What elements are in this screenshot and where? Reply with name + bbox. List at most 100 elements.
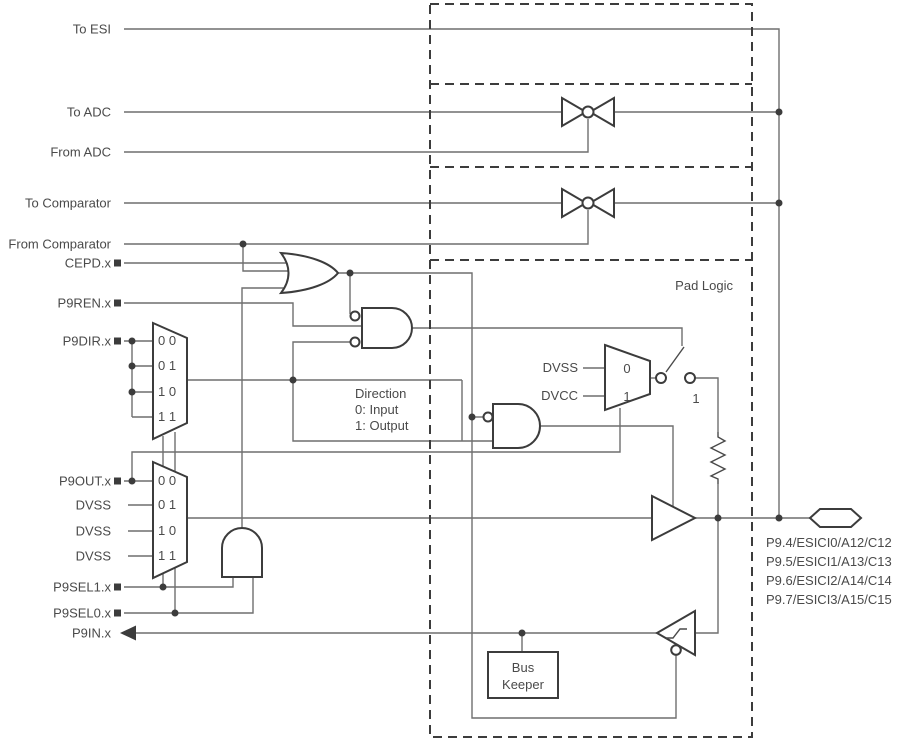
or-gate [278, 251, 340, 295]
p9in-arrow-icon [120, 625, 136, 641]
wire-output-enable [540, 425, 674, 507]
junction-dot [714, 514, 722, 522]
pin-label: P9.6/ESICI2/A14/C14 [766, 573, 892, 588]
junction-dot [128, 362, 136, 370]
direction-note-opt1: 1: Output [355, 418, 409, 433]
junction-dot [159, 583, 167, 591]
invert-bubble-icon [349, 310, 361, 322]
invert-bubble-icon [670, 644, 682, 656]
hysteresis-icon [666, 628, 687, 639]
junction-dot [128, 337, 136, 345]
wire-pullmux-stubs [583, 367, 605, 397]
dir-mux-row: 1 1 [158, 409, 176, 424]
label-p9sel0: P9SEL0.x [53, 606, 111, 621]
bus-keeper-labels: Bus Keeper [502, 660, 545, 692]
comparator-analog-switch-icon [561, 187, 615, 219]
label-to-adc: To ADC [67, 105, 111, 120]
pad-pin-hexagon [808, 508, 863, 528]
wire-fromcomp-or-branch [242, 244, 290, 272]
wire-dvss-stubs [128, 504, 153, 557]
label-to-esi: To ESI [73, 22, 111, 37]
input-schmitt-buffer [655, 609, 696, 657]
pull-mux-row: 0 [623, 361, 630, 376]
direction-note-opt0: 0: Input [355, 402, 399, 417]
pull-mux-labels: DVSS DVCC 0 1 [541, 360, 630, 404]
output-buffer [651, 494, 698, 542]
out-mux [152, 460, 188, 580]
junction-dot [775, 199, 783, 207]
pad-logic-label: Pad Logic [675, 278, 733, 293]
out-mux-row: 0 0 [158, 473, 176, 488]
pad-logic-box [429, 3, 753, 738]
label-pullmux-dvss: DVSS [543, 360, 579, 375]
label-cepd: CEPD.x [65, 256, 112, 271]
label-p9ren: P9REN.x [58, 296, 112, 311]
wire-p9dir [124, 340, 153, 418]
output-enable-and-gate [482, 403, 541, 449]
dir-mux-row: 1 0 [158, 384, 176, 399]
adc-analog-switch-icon [561, 96, 615, 128]
pull-enable-nand-gate [349, 307, 413, 349]
pull-dir-mux [604, 343, 651, 412]
junction-dot [518, 629, 526, 637]
invert-bubble-icon [482, 411, 494, 423]
junction-dot [289, 376, 297, 384]
wire-p9ren [124, 302, 364, 327]
label-p9dir: P9DIR.x [63, 334, 112, 349]
out-mux-row: 1 0 [158, 523, 176, 538]
label-pullmux-dvcc: DVCC [541, 388, 578, 403]
pull-enable-switch [655, 346, 696, 384]
label-to-comparator: To Comparator [25, 196, 112, 211]
label-p9sel1: P9SEL1.x [53, 580, 111, 595]
pin-label: P9.7/ESICI3/A15/C15 [766, 592, 892, 607]
pin-labels: P9.4/ESICI0/A12/C12 P9.5/ESICI1/A13/C13 … [766, 535, 892, 607]
label-from-comparator: From Comparator [8, 237, 111, 252]
dir-mux-row-labels: 0 0 0 1 1 0 1 1 [158, 333, 176, 424]
direction-note: Direction 0: Input 1: Output [355, 386, 409, 433]
junction-dots [128, 108, 783, 637]
junction-dot [128, 477, 136, 485]
pull-resistor-icon [709, 432, 727, 484]
label-p9in: P9IN.x [72, 626, 112, 641]
bus-keeper-line2: Keeper [502, 677, 545, 692]
wire-nand-out [412, 327, 683, 346]
signal-square-marker [114, 299, 121, 307]
wire-sel-and-out [241, 287, 290, 528]
label-from-adc: From ADC [50, 145, 111, 160]
bus-keeper-line1: Bus [512, 660, 535, 675]
left-signal-labels: To ESI To ADC From ADC To Comparator Fro… [8, 22, 111, 641]
signal-square-marker [114, 337, 121, 345]
wire-from-adc [124, 119, 589, 153]
signal-square-marker [114, 609, 121, 617]
junction-dot [775, 108, 783, 116]
dir-mux-row: 0 1 [158, 358, 176, 373]
junction-dot [775, 514, 783, 522]
signal-square-markers [114, 259, 121, 617]
label-p9out: P9OUT.x [59, 474, 112, 489]
junction-dot [346, 269, 354, 277]
wire-direction-nand-branch [292, 341, 350, 380]
direction-note-title: Direction [355, 386, 406, 401]
label-dvss-10: DVSS [76, 524, 112, 539]
out-mux-row-labels: 0 0 0 1 1 0 1 1 [158, 473, 176, 563]
signal-square-marker [114, 583, 121, 591]
wire-enable-net [338, 272, 677, 719]
dir-mux [152, 321, 188, 441]
module-outline [429, 3, 753, 738]
label-dvss-11: DVSS [76, 549, 112, 564]
wire-to-esi [124, 28, 780, 518]
junction-dot [468, 413, 476, 421]
signal-square-marker [114, 259, 121, 267]
label-dvss-01: DVSS [76, 498, 112, 513]
pin-label: P9.5/ESICI1/A13/C13 [766, 554, 892, 569]
invert-bubble-icon [349, 336, 361, 348]
pull-switch-label: 1 [692, 391, 699, 406]
pin-label: P9.4/ESICI0/A12/C12 [766, 535, 892, 550]
junction-dot [171, 609, 179, 617]
junction-dot [128, 388, 136, 396]
wire-from-comparator [124, 210, 589, 245]
bus-keeper-box [487, 651, 559, 699]
signal-square-marker [114, 477, 121, 485]
